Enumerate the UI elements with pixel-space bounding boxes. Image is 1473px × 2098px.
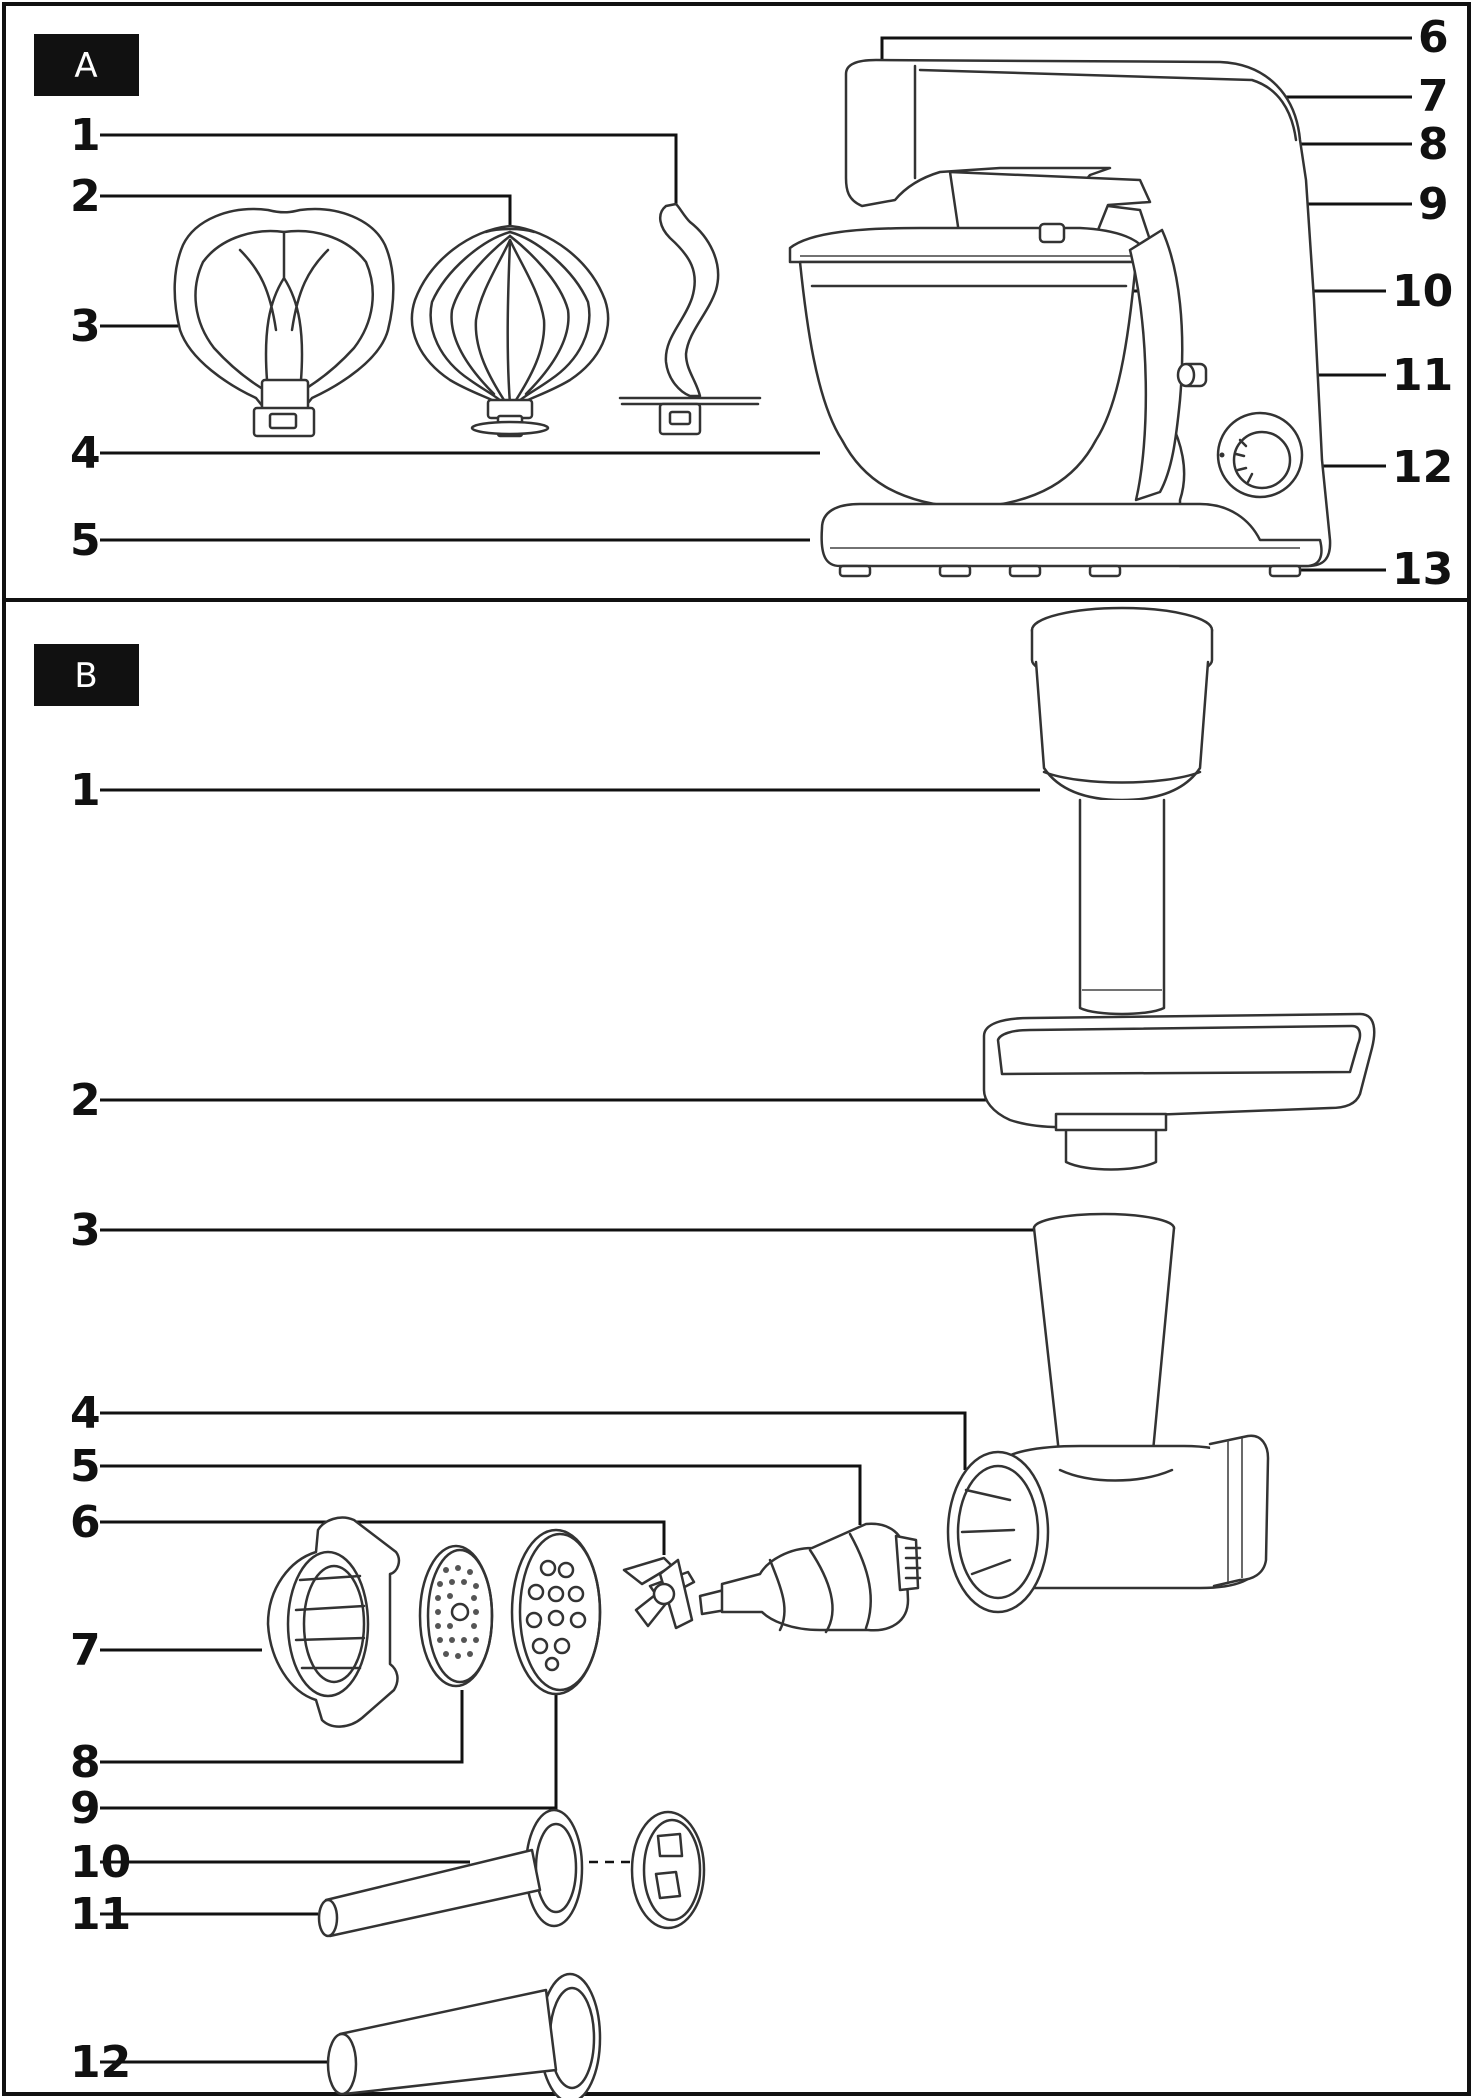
callout-a-1: 1: [70, 110, 101, 161]
stand-mixer-drawing: [788, 58, 1332, 578]
callout-a-12: 12: [1392, 442, 1453, 493]
callout-a-5: 5: [70, 515, 101, 566]
leader-a-2: [100, 194, 512, 225]
callout-a-13: 13: [1392, 544, 1453, 595]
callout-a-11: 11: [1392, 350, 1453, 401]
panel-b-tag-box: [34, 644, 139, 706]
cross-blade-drawing: [622, 1556, 696, 1630]
leader-b-8: [100, 1690, 464, 1764]
callout-a-9: 9: [1418, 179, 1449, 230]
coarse-plate-drawing: [510, 1528, 602, 1696]
callout-b-1: 1: [70, 765, 101, 816]
callout-a-6: 6: [1418, 12, 1449, 63]
callout-a-2: 2: [70, 171, 101, 222]
panel-b-tag: B: [74, 656, 97, 696]
food-pusher-drawing: [1030, 606, 1214, 1016]
callout-b-6: 6: [70, 1497, 101, 1548]
fine-plate-drawing: [418, 1544, 494, 1688]
ring-nut-drawing: [266, 1516, 401, 1728]
callout-a-10: 10: [1392, 266, 1453, 317]
callout-a-4: 4: [70, 428, 101, 479]
feeding-tray-drawing: [982, 1012, 1376, 1171]
callout-a-3: 3: [70, 301, 101, 352]
balloon-whisk-drawing: [410, 224, 610, 438]
leader-b-5: [100, 1464, 862, 1525]
callout-b-2: 2: [70, 1075, 101, 1126]
panel-a: A 1 2 3 4 5 6 7 8 9 10 11 12 13: [34, 12, 1453, 595]
leader-b-6: [100, 1520, 666, 1555]
callout-a-8: 8: [1418, 119, 1449, 170]
callout-b-3: 3: [70, 1205, 101, 1256]
callout-b-5: 5: [70, 1441, 101, 1492]
callout-b-4: 4: [70, 1388, 101, 1439]
sausage-disc-drawing: [630, 1810, 706, 1930]
leader-b-4: [100, 1411, 967, 1470]
panel-b: B 1 2 3 4 5 6 7 8 9 10 11 12: [34, 606, 1376, 2098]
callout-b-9: 9: [70, 1783, 101, 1834]
grinder-body-drawing: [946, 1212, 1270, 1614]
callout-b-8: 8: [70, 1737, 101, 1788]
large-sausage-tube-drawing: [326, 1972, 602, 2098]
panel-a-tag-box: [34, 34, 139, 96]
flat-beater-drawing: [173, 207, 395, 438]
callout-b-7: 7: [70, 1625, 101, 1676]
dough-hook-drawing: [618, 202, 762, 436]
feed-screw-drawing: [698, 1522, 922, 1634]
small-sausage-tube-drawing: [317, 1808, 584, 1938]
leader-a-6: [880, 36, 1412, 62]
panel-b-frame: [2, 598, 1471, 2096]
leader-a-1: [100, 133, 678, 210]
leader-b-9: [100, 1692, 558, 1810]
callout-a-7: 7: [1418, 71, 1449, 122]
panel-a-tag: A: [74, 46, 97, 86]
